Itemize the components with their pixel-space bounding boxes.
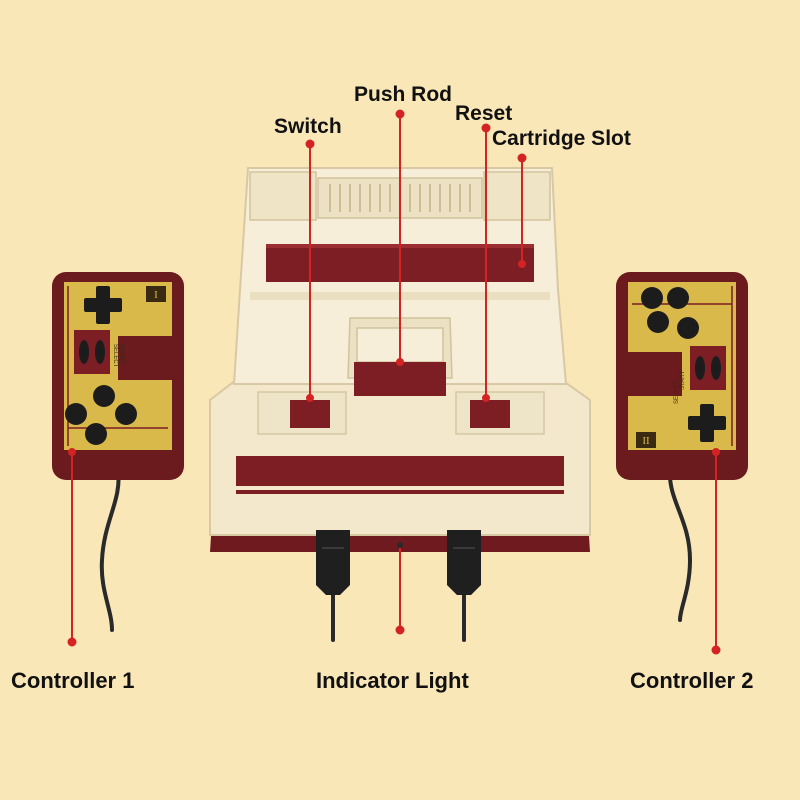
callouts xyxy=(67,109,721,655)
controller-1-select-button xyxy=(79,340,89,364)
controller-2-select-button xyxy=(695,356,705,380)
callout-controller-2 xyxy=(711,448,721,655)
controller-1-cable xyxy=(99,468,121,632)
label-cartridge-slot: Cartridge Slot xyxy=(492,127,631,150)
controller-2-select-label: SELECT xyxy=(674,380,680,404)
controller-2-start-label: START xyxy=(680,371,686,390)
front-stripe xyxy=(236,456,564,486)
plug-1 xyxy=(316,530,350,595)
controller-2-badge xyxy=(636,432,656,448)
controller-1-badge xyxy=(146,286,166,302)
controller-2-button-d xyxy=(677,317,699,339)
plug-2 xyxy=(447,530,481,595)
label-switch: Switch xyxy=(274,115,342,138)
controller-2-button-a xyxy=(641,287,663,309)
controller-1-button-b xyxy=(65,403,87,425)
console-right-block xyxy=(483,171,551,221)
console-left-block xyxy=(249,171,317,221)
label-push-rod: Push Rod xyxy=(354,83,452,106)
callout-push-rod xyxy=(395,109,405,366)
controller-2: II START SELECT xyxy=(616,272,748,480)
controller-1-start-button xyxy=(95,340,105,364)
controller-2-badge-text: II xyxy=(642,435,650,447)
label-indicator-light: Indicator Light xyxy=(316,668,469,693)
cables xyxy=(99,468,693,642)
controller-1-start-label: START xyxy=(118,344,124,363)
callout-indicator-light xyxy=(395,548,405,635)
controller-1-button-d xyxy=(85,423,107,445)
callout-controller-1 xyxy=(67,448,77,647)
controller-2-button-c xyxy=(647,311,669,333)
controller-1-faceplate xyxy=(64,282,172,450)
controller-2-dpad xyxy=(688,404,726,442)
controller-1-button-a xyxy=(93,385,115,407)
controller-1-select-label: SELECT xyxy=(112,344,118,368)
controller-1-badge-text: I xyxy=(154,289,158,301)
callout-reset xyxy=(481,123,491,402)
indicator-light xyxy=(397,542,403,548)
label-controller-2: Controller 2 xyxy=(630,668,754,693)
controller-1-dpad xyxy=(84,286,122,324)
controller-1: I SELECT START xyxy=(52,272,184,480)
controller-2-start-button xyxy=(711,356,721,380)
controller-1-button-c xyxy=(115,403,137,425)
reset-button xyxy=(470,400,510,428)
vent-slots xyxy=(329,184,471,212)
callout-switch xyxy=(305,139,315,402)
front-stripe-line xyxy=(236,490,564,494)
label-reset: Reset xyxy=(455,102,513,125)
switch-button xyxy=(290,400,330,428)
callout-cartridge-slot xyxy=(517,153,527,268)
controller-2-cable xyxy=(667,468,693,622)
label-controller-1: Controller 1 xyxy=(11,668,135,693)
push-rod xyxy=(354,362,446,396)
controller-2-button-b xyxy=(667,287,689,309)
